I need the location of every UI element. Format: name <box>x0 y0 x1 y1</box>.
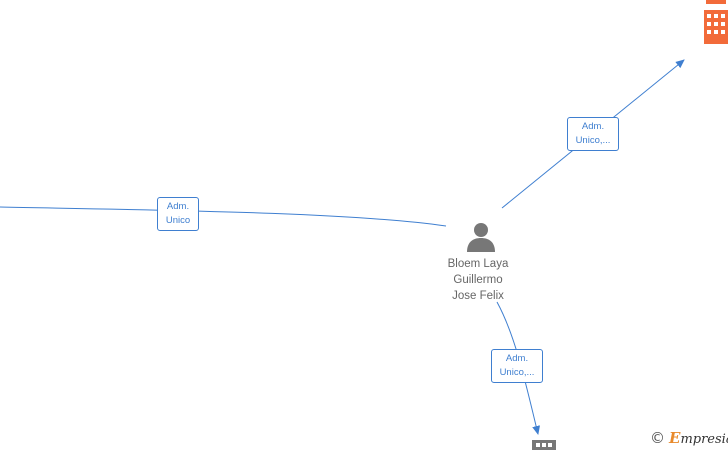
person-name-line: Bloem Laya <box>447 258 509 270</box>
edge-label-line: Adm. <box>581 121 605 132</box>
edge-label-line: Unico <box>165 215 191 226</box>
edge-label-line: Unico,... <box>575 135 611 146</box>
edge-label-line: Unico,... <box>499 367 535 378</box>
edge-label-left[interactable]: Adm. Unico <box>157 197 199 231</box>
brand-name: Empresia <box>669 429 728 447</box>
person-name-line: Jose Felix <box>452 290 504 302</box>
building-icon[interactable] <box>704 0 728 46</box>
brand-first-letter: E <box>669 429 681 447</box>
edge-label-line: Adm. <box>166 201 190 212</box>
edge-label-line: Adm. <box>505 353 529 364</box>
edge-label-top-right[interactable]: Adm. Unico,... <box>567 117 619 151</box>
brand-watermark: © Empresia <box>650 428 728 448</box>
copyright-symbol: © <box>650 429 665 447</box>
edge-left <box>0 206 447 227</box>
edge-label-bottom[interactable]: Adm. Unico,... <box>491 349 543 383</box>
brand-rest: mpresia <box>680 432 728 447</box>
building-icon[interactable] <box>532 440 556 450</box>
person-icon[interactable] <box>465 222 497 252</box>
person-name-line: Guillermo <box>453 274 503 286</box>
person-name[interactable]: Bloem Laya Guillermo Jose Felix <box>418 256 538 304</box>
